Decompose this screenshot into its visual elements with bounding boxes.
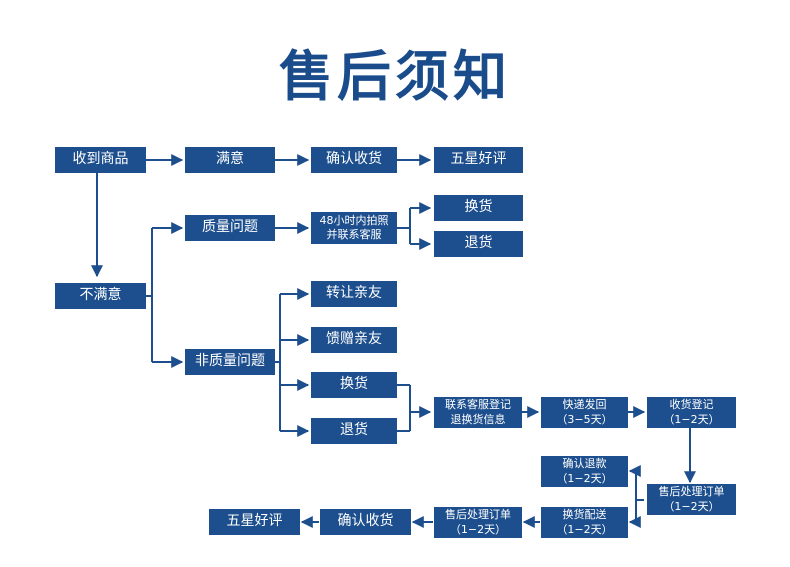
node-return-top: 退货: [434, 231, 523, 257]
node-label: 确认收货: [326, 151, 382, 168]
node-label-line2: （1−2天）: [663, 499, 720, 513]
node-label-line1: 联系客服登记: [445, 398, 511, 412]
node-non-quality-issue: 非质量问题: [185, 349, 275, 375]
node-five-star-bottom: 五星好评: [209, 509, 300, 535]
node-express-return: 快递发回 （3−5天）: [541, 397, 628, 428]
node-label: 收到商品: [72, 151, 129, 168]
node-label-line2: （1−2天）: [449, 522, 507, 536]
node-not-satisfied: 不满意: [55, 283, 146, 309]
node-label: 非质量问题: [195, 353, 265, 370]
node-confirm-refund: 确认退款 （1−2天）: [541, 456, 628, 487]
node-quality-issue: 质量问题: [185, 215, 275, 241]
node-process-order-left: 售后处理订单 （1−2天）: [434, 507, 522, 538]
node-label-line1: 快递发回: [562, 398, 607, 412]
node-label-line2: 并联系客服: [326, 228, 382, 241]
node-transfer-friends: 转让亲友: [311, 281, 397, 307]
node-exchange-delivery: 换货配送 （1−2天）: [541, 507, 628, 538]
node-label: 满意: [216, 151, 244, 168]
node-label-line2: （1−2天）: [556, 471, 613, 485]
node-label: 确认收货: [337, 513, 394, 530]
node-label-line2: 退换货信息: [450, 412, 506, 426]
node-label-line1: 收货登记: [669, 398, 714, 412]
node-label-line1: 确认退款: [562, 457, 607, 471]
node-exchange-mid: 换货: [311, 372, 397, 398]
node-label-line1: 换货配送: [562, 508, 607, 522]
node-label: 退货: [340, 422, 368, 439]
page-title: 售后须知: [279, 45, 511, 108]
node-label: 换货: [464, 199, 493, 216]
node-contact-register: 联系客服登记 退换货信息: [434, 397, 522, 428]
node-label: 质量问题: [202, 219, 258, 236]
node-label: 五星好评: [450, 151, 507, 168]
node-label: 馈赠亲友: [326, 331, 382, 348]
node-label-line2: （3−5天）: [556, 412, 613, 426]
node-exchange-top: 换货: [434, 195, 523, 221]
node-five-star-top: 五星好评: [434, 147, 523, 173]
node-label: 退货: [464, 235, 493, 252]
node-process-order-right: 售后处理订单 （1−2天）: [647, 484, 736, 515]
node-label-line2: （1−2天）: [556, 522, 613, 536]
node-label: 转让亲友: [326, 285, 382, 302]
node-label: 五星好评: [226, 513, 283, 530]
node-receipt-register: 收货登记 （1−2天）: [647, 397, 736, 428]
node-label: 不满意: [79, 287, 122, 304]
node-return-mid: 退货: [311, 418, 397, 444]
node-confirm-receipt-top: 确认收货: [311, 147, 397, 173]
node-label-line1: 售后处理订单: [658, 485, 725, 499]
node-gift-friends: 馈赠亲友: [311, 327, 397, 353]
node-label-line1: 48小时内拍照: [319, 213, 389, 227]
node-label-line2: （1−2天）: [663, 412, 720, 426]
node-satisfied: 满意: [185, 147, 275, 173]
node-label-line1: 售后处理订单: [445, 508, 511, 522]
node-confirm-receipt-bottom: 确认收货: [320, 509, 411, 535]
node-photo-contact: 48小时内拍照 并联系客服: [311, 212, 397, 244]
node-label: 换货: [340, 376, 368, 393]
node-receive: 收到商品: [55, 147, 146, 173]
